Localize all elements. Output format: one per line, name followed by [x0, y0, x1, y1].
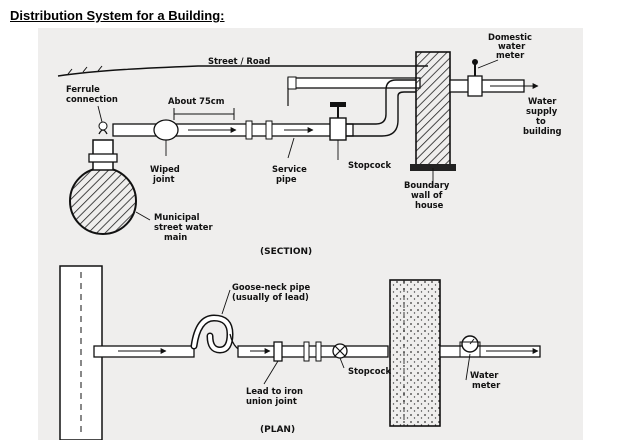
boundary-wall-section [415, 51, 451, 168]
stopcock-plan [332, 343, 348, 359]
plan-view: Goose-neck pipe (usually of lead) Stopco… [59, 265, 541, 440]
main-label-1: Municipal [154, 212, 200, 222]
union-joint-label-1: Lead to iron [246, 386, 303, 396]
municipal-water-main [69, 167, 137, 235]
goose-neck-label-1: Goose-neck pipe [232, 282, 310, 292]
stopcock-plan-label: Stopcock [348, 366, 391, 376]
supply-label-3: to [536, 116, 546, 126]
meter-label-1: Domestic [488, 32, 532, 42]
water-meter-label-1: Water [470, 370, 499, 380]
section-view: Street / Road Ferrule connection About 7… [57, 32, 562, 257]
stopcock-section-label: Stopcock [348, 160, 391, 170]
distribution-system-diagram: Street / Road Ferrule connection About 7… [38, 28, 583, 440]
service-pipe-label-1: Service [272, 164, 307, 174]
slide-title: Distribution System for a Building: [10, 8, 225, 23]
service-pipe-label-2: pipe [276, 174, 297, 184]
ground-line [57, 65, 428, 77]
main-label-2: street water [154, 222, 213, 232]
water-meter-label-2: meter [472, 380, 501, 390]
street-road-label: Street / Road [208, 56, 270, 66]
union-joint-label-2: union joint [246, 396, 297, 406]
lead-iron-union-joint [273, 341, 283, 362]
supply-label-2: supply [526, 106, 558, 116]
main-label-3: main [164, 232, 187, 242]
stopcock-section [329, 102, 347, 141]
water-meter-plan [459, 335, 481, 358]
supply-label-1: Water [528, 96, 557, 106]
wiped-joint [153, 119, 179, 141]
wiped-joint-label-1: Wiped [150, 164, 180, 174]
rising-pipe [346, 79, 416, 125]
section-caption: (SECTION) [260, 247, 312, 257]
meter-label-2: water [498, 41, 526, 51]
domestic-water-meter [467, 59, 483, 97]
supply-label-4: building [523, 126, 562, 136]
ferrule-label-1: Ferrule [66, 84, 100, 94]
wiped-joint-label-2: joint [152, 174, 174, 184]
about-75cm-label: About 75cm [168, 96, 225, 106]
boundary-label-3: house [415, 200, 444, 210]
dimension-75cm [173, 108, 235, 120]
boundary-label-1: Boundary [404, 180, 450, 190]
boundary-wall-plan [389, 279, 441, 427]
boundary-label-2: wall of [411, 190, 443, 200]
meter-label-3: meter [496, 50, 525, 60]
plan-caption: (PLAN) [260, 425, 295, 435]
goose-neck-label-2: (usually of lead) [232, 292, 309, 302]
ferrule-label-2: connection [66, 94, 118, 104]
